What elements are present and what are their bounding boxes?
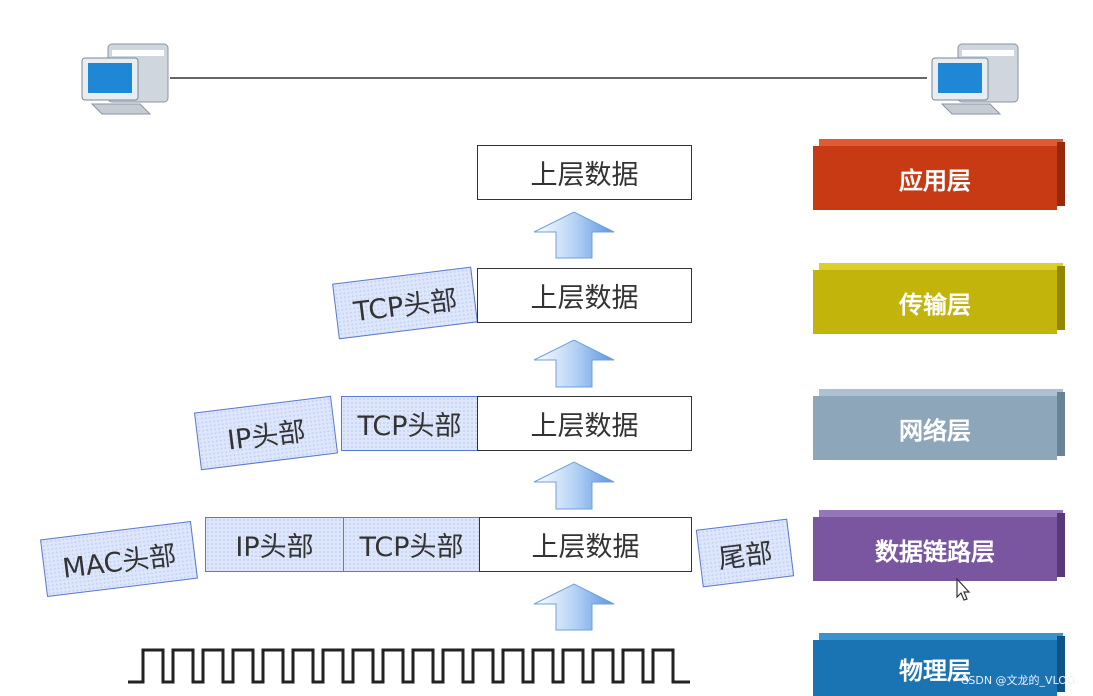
layer-transport: 传输层 xyxy=(813,263,1065,334)
up-arrow-icon xyxy=(533,583,615,631)
layer-physical: 物理层 xyxy=(813,633,1065,696)
layer-label: 传输层 xyxy=(899,290,971,319)
trailer-box: 尾部 xyxy=(695,518,795,588)
up-arrow-icon xyxy=(533,339,615,388)
watermark: CSDN @文龙的_VLOG. xyxy=(960,674,1079,687)
upper-data-box: 上层数据 xyxy=(477,268,692,323)
upper-data-label: 上层数据 xyxy=(530,411,639,442)
layer-network: 网络层 xyxy=(813,389,1065,460)
mac-header-label: MAC头部 xyxy=(60,539,178,585)
left-computer-icon xyxy=(81,43,169,115)
layer-application: 应用层 xyxy=(813,139,1065,210)
trailer-label: 尾部 xyxy=(716,537,775,575)
layer-data-link: 数据链路层 xyxy=(813,510,1065,581)
layer-label: 网络层 xyxy=(899,416,971,445)
upper-data-label: 上层数据 xyxy=(530,283,639,314)
tcp-header-label: TCP头部 xyxy=(359,532,464,563)
tcp-header-box: TCP头部 xyxy=(343,517,480,572)
up-arrow-icon xyxy=(533,461,615,510)
upper-data-label: 上层数据 xyxy=(530,160,639,191)
up-arrow-icon xyxy=(533,211,615,259)
layer-label: 数据链路层 xyxy=(875,537,995,566)
upper-data-label: 上层数据 xyxy=(531,532,640,563)
physical-signal-waveform xyxy=(128,648,690,684)
tcp-header-box: TCP头部 xyxy=(341,396,478,451)
upper-data-box: 上层数据 xyxy=(479,517,692,572)
tcp-header-label: TCP头部 xyxy=(357,411,462,442)
tcp-header-label: TCP头部 xyxy=(351,284,459,328)
ip-header-label: IP头部 xyxy=(235,532,314,563)
ip-header-box: IP头部 xyxy=(205,517,344,572)
upper-data-box: 上层数据 xyxy=(477,396,692,451)
layer-label: 物理层 xyxy=(899,656,971,685)
right-computer-icon xyxy=(931,43,1019,115)
upper-data-box: 上层数据 xyxy=(477,145,692,200)
layer-label: 应用层 xyxy=(899,166,971,195)
mouse-cursor-icon xyxy=(956,578,971,601)
ip-header-label: IP头部 xyxy=(225,415,308,457)
